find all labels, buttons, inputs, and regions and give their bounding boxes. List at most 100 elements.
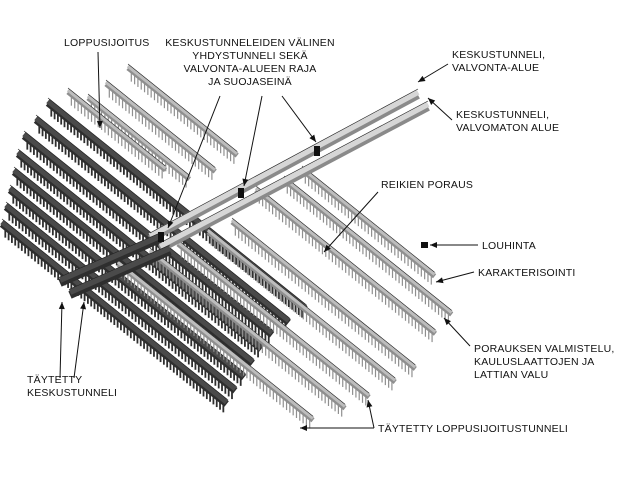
filled-deposition-tunnel: [0, 218, 229, 413]
label-karakterisointi: KARAKTERISOINTI: [478, 267, 576, 279]
protective-wall: [238, 188, 244, 198]
open-deposition-tunnel: [206, 227, 397, 391]
excavation-tunnel: [300, 165, 437, 285]
tunnel-outline: [127, 63, 238, 152]
leader-loppusijoitus: [97, 51, 101, 129]
excavation-face: [421, 242, 428, 248]
arrowhead: [300, 425, 307, 431]
excavation-tunnel: [254, 185, 437, 343]
label-line: LOPPUSIJOITUS: [64, 37, 149, 49]
label-line: KAULUSLAATTOJEN JA: [474, 356, 595, 368]
leader-reikien-poraus: [323, 191, 379, 253]
label-line: KESKUSTUNNELI,: [452, 49, 545, 61]
label-line: TÄYTETTY: [27, 374, 82, 386]
excavation-tunnel: [282, 175, 454, 323]
tunnel-top: [22, 131, 274, 335]
tunnel-top: [254, 186, 437, 334]
tunnel-top: [4, 202, 238, 391]
tunnel-outline: [47, 97, 306, 305]
label-line: LATTIAN VALU: [474, 369, 548, 381]
leader-taytetty-keskustunneli-2: [73, 301, 85, 379]
tunnel-outline: [35, 114, 289, 318]
open-deposition-tunnel: [176, 239, 371, 406]
label-keskustunneli-valvomaton: KESKUSTUNNELI,VALVOMATON ALUE: [456, 109, 559, 134]
tunnel-outline: [117, 259, 314, 417]
label-line: KESKUSTUNNELEIDEN VÄLINEN: [165, 37, 335, 49]
central-tunnel-top: [58, 233, 162, 283]
tunnel-outline: [67, 87, 166, 167]
tunnel-top: [126, 64, 239, 155]
arrowhead: [58, 302, 65, 310]
tunnel-top: [148, 248, 347, 408]
label-louhinta: LOUHINTA: [482, 240, 536, 252]
label-line: KESKUSTUNNELI,: [456, 109, 549, 121]
tunnel-outline: [231, 217, 416, 366]
tunnel-top: [176, 240, 371, 397]
protective-wall: [314, 146, 320, 156]
label-line: TÄYTETTY LOPPUSIJOITUSTUNNELI: [378, 423, 568, 435]
label-reikien-poraus: REIKIEN PORAUS: [381, 179, 473, 191]
arrowhead: [242, 178, 249, 186]
tunnel-top: [116, 260, 315, 420]
tunnel-outline: [105, 79, 216, 168]
central-tunnel-outline: [69, 244, 171, 290]
central-tunnel-uncontrolled: [158, 100, 430, 253]
protective-wall: [158, 232, 164, 242]
central-tunnel-top: [148, 89, 420, 239]
arrowhead: [436, 277, 444, 284]
label-keskustunneli-valvonta: KESKUSTUNNELI,VALVONTA-ALUE: [452, 49, 545, 74]
arrowhead: [309, 134, 316, 142]
leader-yhdystunneli-3: [281, 95, 317, 143]
label-loppusijoitus: LOPPUSIJOITUS: [64, 37, 149, 49]
leader-lines: [58, 51, 478, 431]
tunnel-outline: [283, 175, 452, 311]
label-taytetty-loppusijoitustunneli: TÄYTETTY LOPPUSIJOITUSTUNNELI: [378, 423, 568, 435]
filled-central-tunnel-b: [68, 244, 172, 299]
tunnel-outline: [255, 185, 436, 330]
label-line: REIKIEN PORAUS: [381, 179, 473, 191]
central-tunnel-top: [68, 245, 172, 295]
central-tunnel-outline: [159, 100, 429, 244]
arrowhead: [444, 318, 451, 326]
tunnel-outline: [149, 247, 346, 405]
tunnel-top: [66, 88, 167, 170]
tunnel-top: [0, 219, 229, 405]
label-line: YHDYSTUNNELI SEKÄ: [192, 50, 307, 62]
label-line: VALVONTA-ALUE: [452, 62, 539, 74]
tunnel-top: [230, 218, 417, 369]
tunnel-top: [300, 166, 436, 276]
label-line: VALVOMATON ALUE: [456, 122, 559, 134]
label-line: JA SUOJASEINÄ: [208, 76, 292, 88]
tunnel-network: [0, 63, 454, 429]
arrowhead: [96, 120, 103, 128]
arrowhead: [167, 220, 174, 228]
arrowhead: [80, 302, 87, 310]
open-deposition-tunnel: [230, 217, 417, 378]
tunnel-top: [8, 185, 246, 378]
tunnel-outline: [207, 227, 396, 379]
filled-central-tunnel-a: [58, 232, 162, 287]
leader-taytetty-keskustunneli-1: [59, 301, 63, 379]
arrowhead: [418, 75, 426, 82]
central-tunnel-top: [158, 101, 430, 249]
tunnel-outline: [177, 239, 370, 394]
arrowhead: [366, 400, 373, 408]
tunnel-top: [206, 228, 397, 382]
filled-deposition-tunnel: [7, 184, 247, 386]
label-line: PORAUKSEN VALMISTELU,: [474, 343, 615, 355]
central-tunnel-controlled: [148, 88, 420, 243]
tunnel-outline: [87, 93, 190, 176]
label-line: VALVONTA-ALUEEN RAJA: [184, 63, 317, 75]
tunnel-top: [86, 94, 191, 179]
central-tunnel-outline: [149, 88, 419, 234]
tunnel-outline: [5, 201, 236, 386]
open-deposition-tunnel: [148, 247, 347, 417]
label-line: KARAKTERISOINTI: [478, 267, 576, 279]
tunnel-top: [34, 115, 291, 323]
arrowhead: [430, 242, 437, 248]
